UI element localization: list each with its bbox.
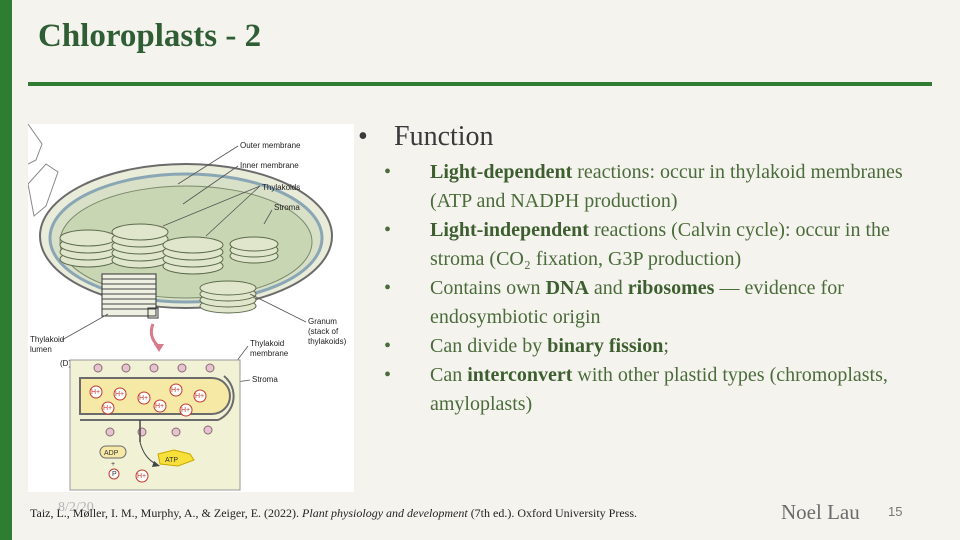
citation-authors: Taiz, L., Møller, I. M., Murphy, A., & Z… [30, 506, 303, 520]
label-granum-note-2: thylakoids) [308, 337, 347, 346]
granum-highlight [101, 273, 159, 319]
bold-term: Light-independent [430, 219, 589, 241]
list-item: • Can interconvert with other plastid ty… [356, 361, 916, 419]
label-thylakoid-membrane-1: Thylakoid [250, 339, 284, 348]
main-bullet: • Function [356, 120, 916, 154]
bullet-dot: • [384, 277, 392, 299]
label-thylakoid-lumen-1: Thylakoid [30, 335, 64, 344]
label-pi: P [112, 471, 117, 478]
content-area: • Function • Light-dependent reactions: … [356, 120, 916, 419]
bold-term: Light-dependent [430, 161, 573, 183]
label-stroma: Stroma [274, 203, 300, 212]
label-outer-membrane: Outer membrane [240, 141, 301, 150]
item-text: reactions: occur in thylakoid membranes … [430, 161, 903, 212]
citation-title: Plant physiology and development [302, 506, 468, 520]
function-list: • Light-dependent reactions: occur in th… [356, 158, 916, 419]
label-atp: ATP [165, 457, 178, 464]
main-bullet-text: Function [394, 121, 494, 152]
proton-4: H+ [171, 387, 180, 394]
label-inner-membrane: Inner membrane [240, 161, 299, 170]
page-number: 15 [888, 504, 903, 519]
item-text: Contains own [430, 277, 546, 299]
bullet-dot: • [358, 121, 368, 152]
label-adp: ADP [104, 450, 119, 457]
label-thylakoid-lumen-2: lumen [30, 345, 52, 354]
label-panel-d: (D) [60, 359, 71, 368]
label-thylakoids: Thylakoids [262, 183, 300, 192]
item-text: reactions (Calvin cycle): occur in the s… [430, 219, 890, 270]
list-item: • Light-independent reactions (Calvin cy… [356, 216, 916, 274]
slide-author: Noel Lau [781, 500, 860, 524]
item-text: Can [430, 364, 468, 386]
granum-stack-5 [199, 280, 257, 314]
granum-stack-2 [111, 223, 169, 269]
item-text: ; [663, 335, 669, 357]
slide-title: Chloroplasts - 2 [38, 18, 262, 54]
item-text: and [588, 277, 628, 299]
bold-term: interconvert [467, 364, 573, 386]
proton-9: H+ [137, 473, 146, 480]
bold-term: DNA [545, 277, 589, 299]
item-text: with other plastid types (chromoplasts, … [430, 364, 888, 415]
proton-1: H+ [91, 389, 100, 396]
proton-6: H+ [103, 405, 112, 412]
list-item: • Can divide by binary fission; [356, 332, 916, 361]
proton-8: H+ [181, 407, 190, 414]
granum-stack-3 [162, 236, 224, 275]
granum-stack-1 [59, 229, 117, 268]
proton-5: H+ [195, 393, 204, 400]
proton-3: H+ [139, 395, 148, 402]
citation-publisher: (7th ed.). Oxford University Press. [467, 506, 637, 520]
chloroplast-diagram: Outer membrane Inner membrane Thylakoids… [28, 124, 354, 492]
title-underline [28, 82, 932, 86]
list-item: • Contains own DNA and ribosomes — evide… [356, 274, 916, 332]
citation: Taiz, L., Møller, I. M., Murphy, A., & Z… [30, 506, 637, 521]
label-stroma-lower: Stroma [252, 375, 278, 384]
item-text: — evidence for endosymbiotic origin [430, 277, 844, 328]
bold-term: binary fission [547, 335, 664, 357]
label-thylakoid-membrane-2: membrane [250, 349, 289, 358]
bullet-dot: • [384, 161, 392, 183]
proton-7: H+ [155, 403, 164, 410]
proton-2: H+ [115, 391, 124, 398]
bullet-dot: • [384, 364, 392, 386]
accent-bar [0, 0, 12, 540]
label-plus: + [111, 461, 115, 468]
item-text: Can divide by [430, 335, 548, 357]
bullet-dot: • [384, 335, 392, 357]
list-item: • Light-dependent reactions: occur in th… [356, 158, 916, 216]
label-granum-note-1: (stack of [308, 327, 339, 336]
protein-complexes [93, 363, 215, 437]
bullet-dot: • [384, 219, 392, 241]
slide-date: 8/2/20 [58, 500, 94, 515]
label-granum: Granum [308, 317, 337, 326]
granum-stack-4 [229, 236, 279, 264]
bold-term: ribosomes [627, 277, 715, 299]
